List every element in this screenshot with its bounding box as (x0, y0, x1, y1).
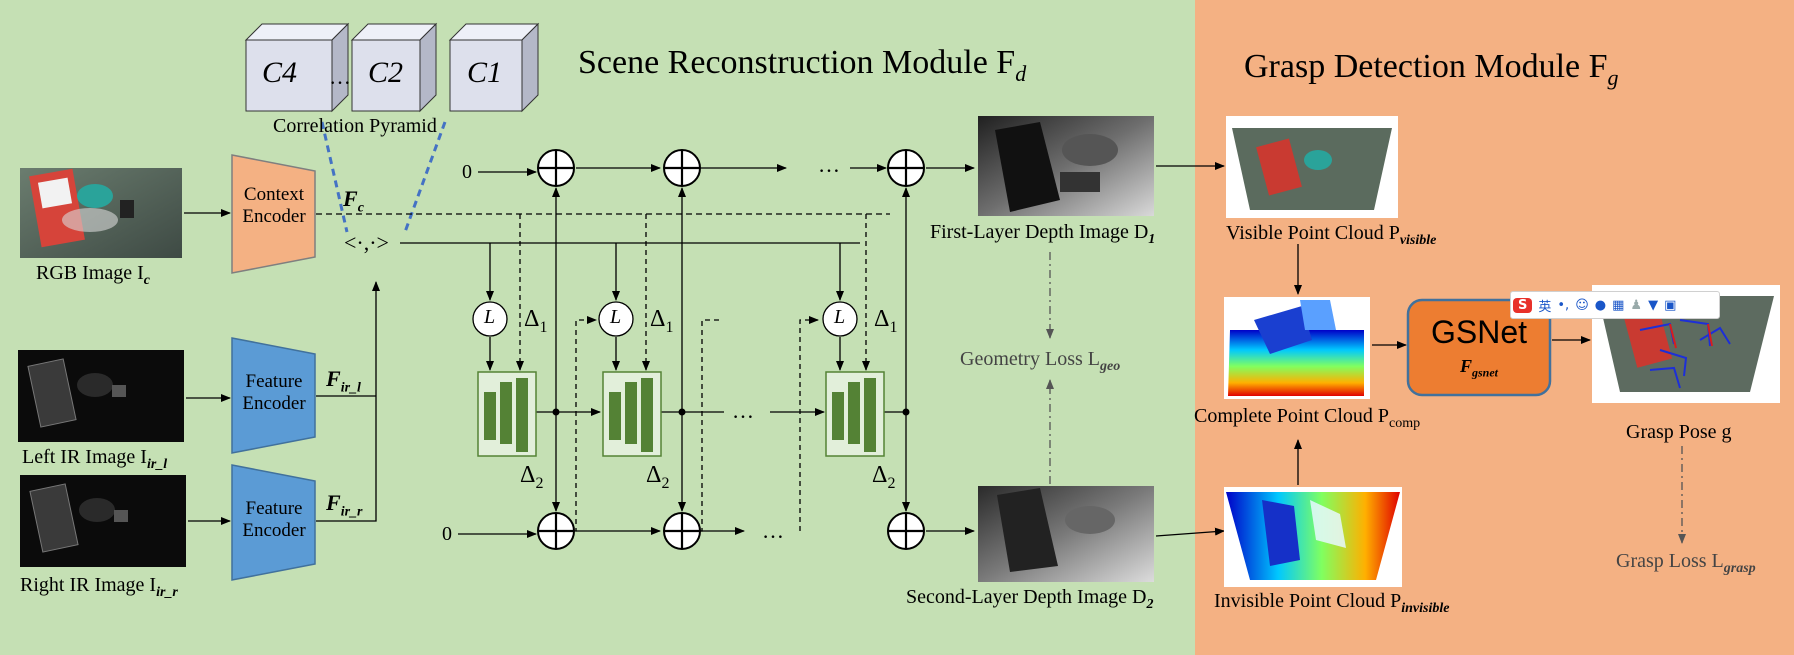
right-ir-image (20, 475, 186, 567)
zero-bottom-label: 0 (442, 523, 452, 545)
rgb-image-label: RGB Image Ic (36, 262, 150, 288)
dots-top: … (818, 152, 840, 177)
fir-l-label: Fir_l (326, 366, 361, 396)
delta1-label-1: Δ1 (524, 306, 548, 336)
delta2-label-1: Δ2 (520, 462, 544, 492)
pyramid-connector-left (320, 121, 349, 233)
ime-toolbar[interactable]: S 英 •, ☺ ● ▦ ♟ ▼ ▣ (1510, 291, 1720, 319)
pyramid-label: Correlation Pyramid (273, 115, 437, 137)
first-layer-depth-image (978, 116, 1154, 216)
dots-bottom: … (762, 518, 784, 543)
feature-encoder-right (231, 464, 316, 581)
zero-top-label: 0 (462, 161, 472, 183)
arrow-depth2-to-invisible (1155, 527, 1225, 537)
pyramid-cube-c4 (244, 22, 350, 113)
geometry-loss-label: Geometry Loss Lgeo (960, 348, 1121, 374)
context-encoder-label: Context Encoder (242, 184, 306, 227)
pyramid-cube-c1 (448, 22, 540, 113)
fir-r-line (316, 281, 380, 522)
second-depth-label: Second-Layer Depth Image D2 (906, 586, 1154, 612)
left-ir-image (18, 350, 184, 442)
grasp-loss-label: Grasp Loss Lgrasp (1616, 550, 1756, 576)
ime-logo-icon[interactable]: S (1513, 297, 1533, 313)
gru-block-3 (825, 371, 885, 457)
keyboard-icon[interactable]: ▦ (1612, 297, 1625, 313)
cube-label-c1: C1 (467, 56, 503, 89)
gsnet-label: GSNet (1430, 314, 1528, 350)
visible-cloud-label: Visible Point Cloud Pvisible (1226, 222, 1437, 248)
feature-encoder-left-label: Feature Encoder (242, 371, 306, 414)
skin-icon[interactable]: ▼ (1648, 297, 1659, 313)
delta1-label-3: Δ1 (874, 306, 898, 336)
delta1-label-2: Δ1 (650, 306, 674, 336)
right-ir-label: Right IR Image Iir_r (20, 574, 178, 600)
lookup-label-3: L (834, 306, 846, 328)
lookup-label-2: L (610, 306, 622, 328)
cube-label-c4: C4 (262, 56, 298, 89)
dots-middle: … (732, 398, 754, 423)
user-icon[interactable]: ♟ (1630, 297, 1643, 313)
lookup-label-1: L (484, 306, 496, 328)
complete-cloud-label: Complete Point Cloud Pcomp (1194, 405, 1421, 431)
gsnet-sub-label: Fgsnet (1459, 356, 1499, 380)
second-layer-depth-image (978, 486, 1154, 582)
cube-label-c2: C2 (368, 56, 404, 89)
first-depth-label: First-Layer Depth Image D1 (930, 221, 1156, 247)
feature-encoder-right-label: Feature Encoder (242, 498, 306, 541)
gru-block-1 (477, 371, 537, 457)
pyramid-ellipsis: … (329, 64, 351, 89)
grid-menu-icon[interactable]: ▣ (1664, 297, 1677, 313)
grasp-pose-label: Grasp Pose g (1626, 421, 1732, 443)
delta2-label-3: Δ2 (872, 462, 896, 492)
ime-punct-toggle[interactable]: •, (1557, 297, 1570, 313)
visible-point-cloud (1226, 116, 1398, 218)
complete-point-cloud (1224, 297, 1370, 399)
microphone-icon[interactable]: ● (1594, 297, 1607, 313)
gsnet-box (1406, 298, 1552, 397)
fir-r-label: Fir_r (326, 490, 363, 520)
left-ir-label: Left IR Image Iir_l (22, 446, 168, 472)
pyramid-cube-c2 (350, 22, 438, 113)
gru-block-2 (602, 371, 662, 457)
emoji-icon[interactable]: ☺ (1575, 297, 1589, 313)
correlation-operator: <·,·> (344, 230, 389, 255)
lookup-1 (472, 301, 508, 337)
fc-label: Fc (343, 186, 364, 216)
rgb-image (20, 168, 182, 258)
invisible-cloud-label: Invisible Point Cloud Pinvisible (1214, 590, 1450, 616)
grasp-module-title: Grasp Detection Module Fg (1244, 48, 1619, 90)
lookup-2 (598, 301, 634, 337)
lookup-3 (822, 301, 858, 337)
scene-module-title: Scene Reconstruction Module Fd (578, 44, 1027, 86)
invisible-point-cloud (1224, 487, 1402, 587)
ime-mode-toggle[interactable]: 英 (1538, 299, 1552, 315)
context-encoder (231, 154, 316, 274)
feature-encoder-left (231, 337, 316, 454)
delta2-label-2: Δ2 (646, 462, 670, 492)
